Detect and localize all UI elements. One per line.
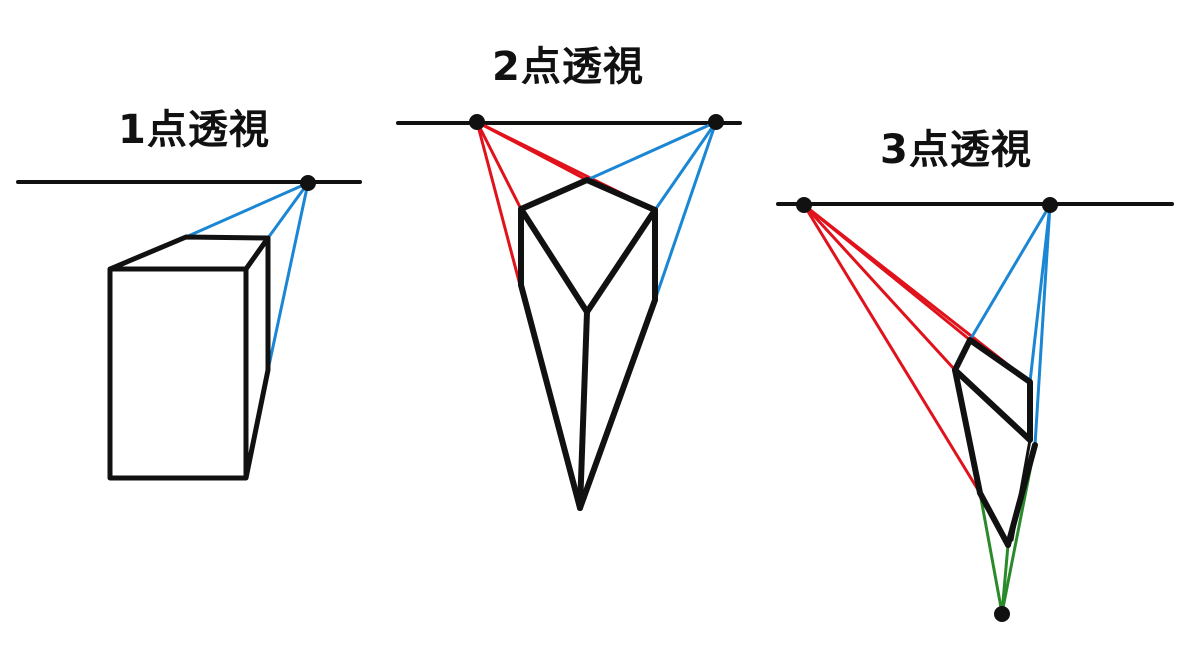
prism-three	[952, 337, 1038, 548]
vanishing-line-left-b3	[802, 203, 957, 372]
vanishing-line-mid-right	[266, 182, 310, 371]
vanishing-point-bottom-three	[994, 606, 1010, 622]
one-point-perspective-figure	[16, 175, 362, 481]
vanishing-line-right-c	[653, 121, 718, 301]
prism-center-edge	[577, 309, 590, 511]
vanishing-point-left-three	[796, 197, 812, 213]
vanishing-line-right-a	[586, 120, 717, 182]
prism-three-left-face	[952, 367, 1011, 548]
vanishing-line-top-back	[185, 181, 309, 239]
prism-right-taper	[577, 297, 658, 511]
vanishing-point-right-two	[708, 114, 724, 130]
vanishing-line-left-b	[475, 121, 523, 210]
prism-two	[518, 177, 658, 511]
vanishing-lines-left-three	[802, 203, 1031, 494]
vanishing-line-top-right	[266, 182, 310, 239]
two-point-perspective-figure	[396, 114, 742, 511]
vanishing-line-left-c	[475, 121, 522, 286]
vanishing-line-right-a3	[968, 204, 1052, 341]
vanishing-lines-right-two	[586, 120, 718, 301]
vanishing-point-left-two	[469, 114, 485, 130]
box-side-face	[243, 238, 271, 479]
vanishing-point-right-three	[1042, 197, 1058, 213]
title-one-point-perspective: 1点透視	[118, 107, 270, 153]
vanishing-lines-left-two	[475, 120, 656, 286]
box-top-face	[109, 234, 271, 272]
three-point-perspective-figure	[776, 197, 1174, 622]
vanishing-line-right-c3	[1033, 204, 1052, 446]
vanishing-line-bottom-a3	[978, 492, 1004, 614]
vanishing-line-left-c3	[802, 204, 982, 494]
prism-three-inner-edge	[1010, 438, 1032, 542]
prism-left-taper	[518, 282, 583, 511]
box-front-face	[107, 266, 249, 481]
vanishing-lines-right-three	[968, 204, 1052, 446]
title-two-point-perspective: 2点透視	[492, 44, 644, 90]
box-one	[107, 234, 271, 481]
vanishing-point-one	[300, 175, 316, 191]
prism-top-face	[518, 177, 658, 315]
title-three-point-perspective: 3点透視	[880, 127, 1032, 173]
vanishing-lines-one	[185, 181, 310, 371]
vanishing-line-right-b	[653, 121, 718, 211]
